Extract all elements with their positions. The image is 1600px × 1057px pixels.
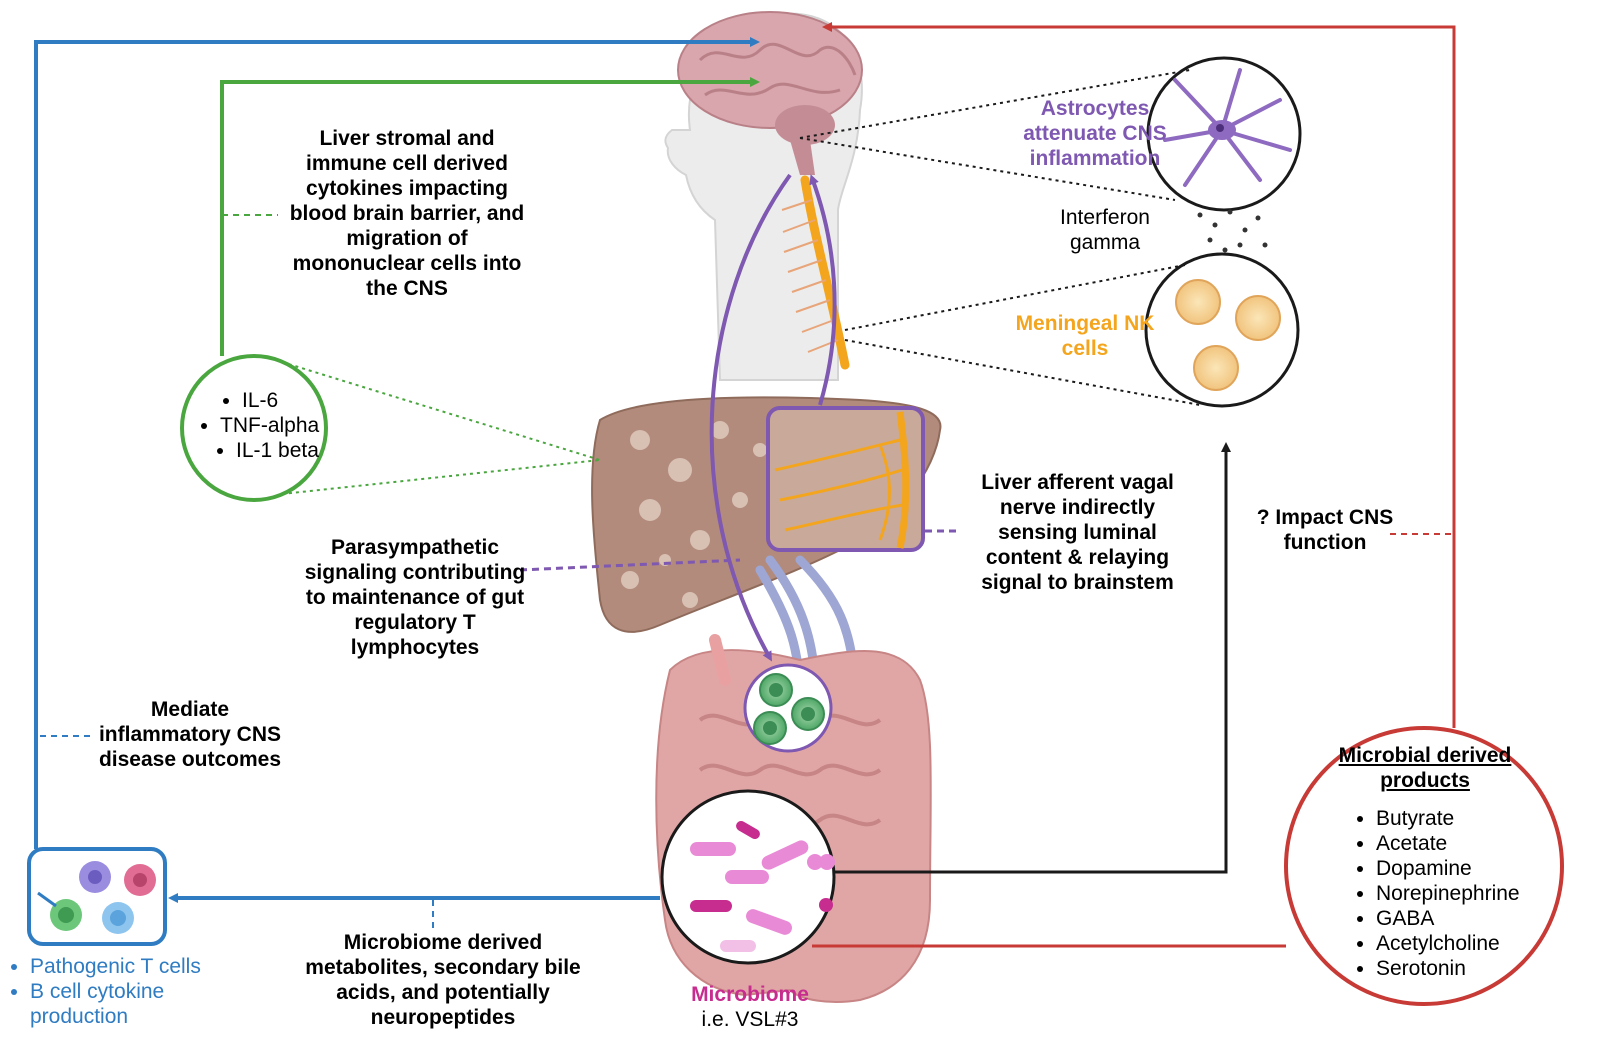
microbial-item: Norepinephrine: [1376, 881, 1520, 906]
microbial-item: Acetate: [1376, 831, 1520, 856]
cytokine-item: IL-6: [242, 388, 319, 413]
red-arrow-to-brain: [822, 22, 1456, 728]
nk-cell-icon: [1144, 252, 1300, 408]
cytokine-circle: [180, 354, 328, 502]
cytokine-item: TNF-alpha: [220, 413, 319, 438]
immune-item: B cell cytokine production: [30, 979, 240, 1029]
microbial-item: Dopamine: [1376, 856, 1520, 881]
black-arrow-to-nk: [835, 442, 1231, 874]
microbial-item: Butyrate: [1376, 806, 1520, 831]
astrocyte-icon: [1146, 56, 1302, 212]
purple-arrow-down: [709, 173, 792, 662]
microbial-item: Acetylcholine: [1376, 931, 1520, 956]
treg-cells-circle: [743, 663, 833, 753]
blue-arrow-to-brain: [34, 37, 760, 849]
immune-cells-icon: [27, 847, 167, 946]
connectors: [34, 22, 1456, 948]
microbiome-title: Microbiome: [691, 983, 809, 1006]
microbial-item: Serotonin: [1376, 956, 1520, 981]
spinal-cord-icon: [781, 175, 850, 370]
bacteria-icon: [660, 789, 836, 965]
purple-arrow-up: [809, 174, 837, 406]
cytokine-list: IL-6 TNF-alpha IL-1 beta: [214, 388, 319, 463]
immune-list: Pathogenic T cells B cell cytokine produ…: [6, 954, 240, 1029]
microbiome-subtitle: i.e. VSL#3: [701, 1008, 799, 1031]
microbial-products-list: Butyrate Acetate Dopamine Norepinephrine…: [1352, 806, 1520, 981]
vagal-nerve-icon: [766, 406, 925, 552]
cytokine-item: IL-1 beta: [236, 438, 319, 463]
microbial-item: GABA: [1376, 906, 1520, 931]
green-arrow-to-brain: [220, 77, 760, 356]
microbial-products-circle: [1284, 726, 1564, 1006]
immune-item: Pathogenic T cells: [30, 954, 240, 979]
